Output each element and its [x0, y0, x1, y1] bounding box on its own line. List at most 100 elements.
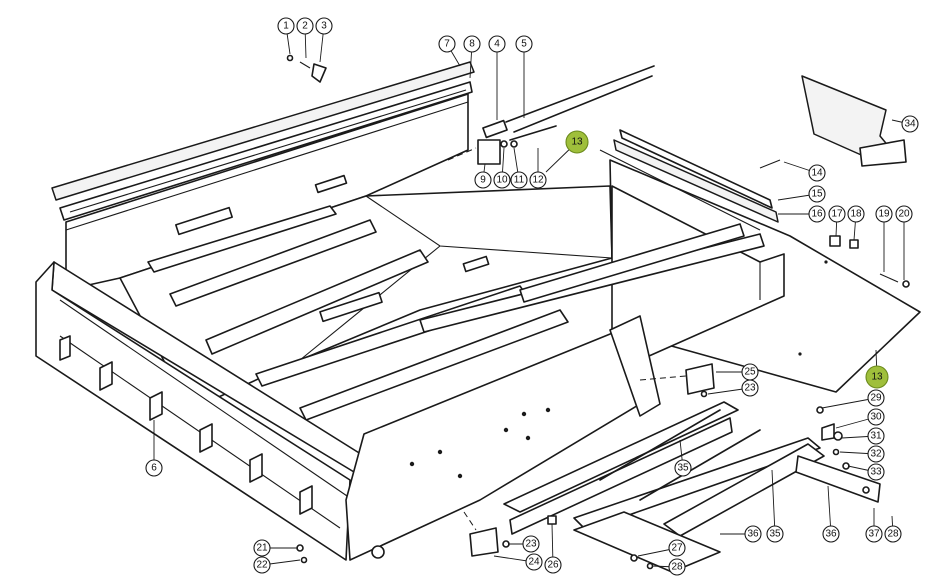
- callout-11: 11: [510, 147, 528, 189]
- callout-circle: [668, 539, 686, 557]
- callout-15: 15: [777, 185, 826, 203]
- callout-label: 12: [532, 175, 544, 186]
- callout-label: 10: [496, 175, 508, 186]
- callout-36: 36: [822, 485, 840, 543]
- dashed-guides: [447, 147, 687, 531]
- callout-circle: [847, 205, 865, 223]
- callout-label: 7: [444, 39, 450, 50]
- callout-label: 28: [887, 529, 899, 540]
- callout-17: 17: [828, 205, 846, 237]
- callout-circle: [766, 525, 784, 543]
- callout-label: 9: [480, 175, 486, 186]
- callout-label: 23: [525, 539, 537, 550]
- callout-label: 11: [514, 175, 525, 186]
- callout-circle: [884, 525, 902, 543]
- callout-label: 29: [870, 393, 882, 404]
- callout-label: 33: [870, 467, 882, 478]
- callout-circle: [438, 35, 456, 53]
- callout-label: 13: [871, 372, 883, 383]
- callout-label: 6: [151, 463, 157, 474]
- callout-circle: [253, 539, 271, 557]
- callout-circle: [867, 408, 885, 426]
- side-strips: [613, 129, 779, 223]
- callout-34: 34: [891, 115, 919, 133]
- callout-9: 9: [474, 163, 492, 189]
- callout-14: 14: [783, 161, 826, 182]
- callout-label: 25: [744, 367, 756, 378]
- callout-label: 17: [831, 209, 843, 220]
- callout-circle: [875, 205, 893, 223]
- callout-label: 24: [528, 557, 540, 568]
- callout-label: 13: [571, 137, 583, 148]
- callout-2: 2: [296, 17, 314, 59]
- callout-35: 35: [674, 439, 692, 477]
- callout-leader: [771, 469, 776, 535]
- callout-circle: [315, 17, 333, 35]
- callout-circle: [867, 445, 885, 463]
- callout-36: 36: [720, 525, 762, 543]
- callout-12: 12: [529, 148, 547, 189]
- callout-8: 8: [463, 35, 481, 79]
- callout-label: 1: [283, 21, 289, 32]
- callout-circle: [865, 525, 883, 543]
- callout-31: 31: [841, 427, 885, 445]
- callout-6: 6: [145, 420, 163, 477]
- callout-label: 34: [904, 119, 916, 130]
- callout-circle: [895, 205, 913, 223]
- callout-leader: [821, 397, 877, 409]
- callout-22: 22: [253, 556, 301, 574]
- callout-27: 27: [637, 539, 686, 557]
- callout-label: 30: [870, 412, 882, 423]
- callout-circle: [296, 17, 314, 35]
- callout-28: 28: [651, 558, 686, 576]
- callout-circle: [901, 115, 919, 133]
- callout-label: 32: [870, 449, 882, 460]
- callout-30: 30: [835, 408, 885, 429]
- trough-ribs: [147, 205, 765, 421]
- callout-circle: [510, 171, 528, 189]
- callout-circle: [744, 525, 762, 543]
- callout-26: 26: [544, 523, 562, 574]
- callout-label: 4: [494, 39, 500, 50]
- callout-circle: [668, 558, 686, 576]
- callout-23: 23: [508, 535, 540, 553]
- callout-circle: [522, 535, 540, 553]
- callout-circle: [544, 556, 562, 574]
- callout-circle: [525, 553, 543, 571]
- callout-circle: [463, 35, 481, 53]
- callout-16: 16: [778, 205, 826, 223]
- callout-circle: [474, 171, 492, 189]
- callout-label: 2: [302, 21, 308, 32]
- callout-label: 35: [769, 529, 781, 540]
- callout-label: 19: [878, 209, 890, 220]
- callout-circle: [808, 185, 826, 203]
- callout-label: 14: [811, 168, 823, 179]
- callout-1: 1: [277, 17, 295, 55]
- callout-circle: [867, 389, 885, 407]
- callout-label: 37: [868, 529, 880, 540]
- callout-circle: [822, 525, 840, 543]
- callout-label: 27: [671, 543, 683, 554]
- callout-label: 23: [744, 383, 756, 394]
- callout-circle: [488, 35, 506, 53]
- callout-label: 18: [850, 209, 862, 220]
- center-frame: [345, 315, 661, 561]
- callout-21: 21: [253, 539, 298, 557]
- callout-circle: [674, 459, 692, 477]
- callout-label: 35: [677, 463, 689, 474]
- lower-frame-rails: [503, 401, 881, 573]
- callout-circle: [529, 171, 547, 189]
- callout-label: 22: [256, 560, 268, 571]
- callout-circle: [493, 171, 511, 189]
- callout-circle: [277, 17, 295, 35]
- callout-19: 19: [875, 205, 893, 272]
- callout-23: 23: [707, 379, 759, 397]
- callout-33: 33: [847, 463, 885, 481]
- callout-circle: [741, 379, 759, 397]
- callout-label: 15: [811, 189, 823, 200]
- deflector-plate: [801, 75, 907, 167]
- callout-label: 36: [825, 529, 837, 540]
